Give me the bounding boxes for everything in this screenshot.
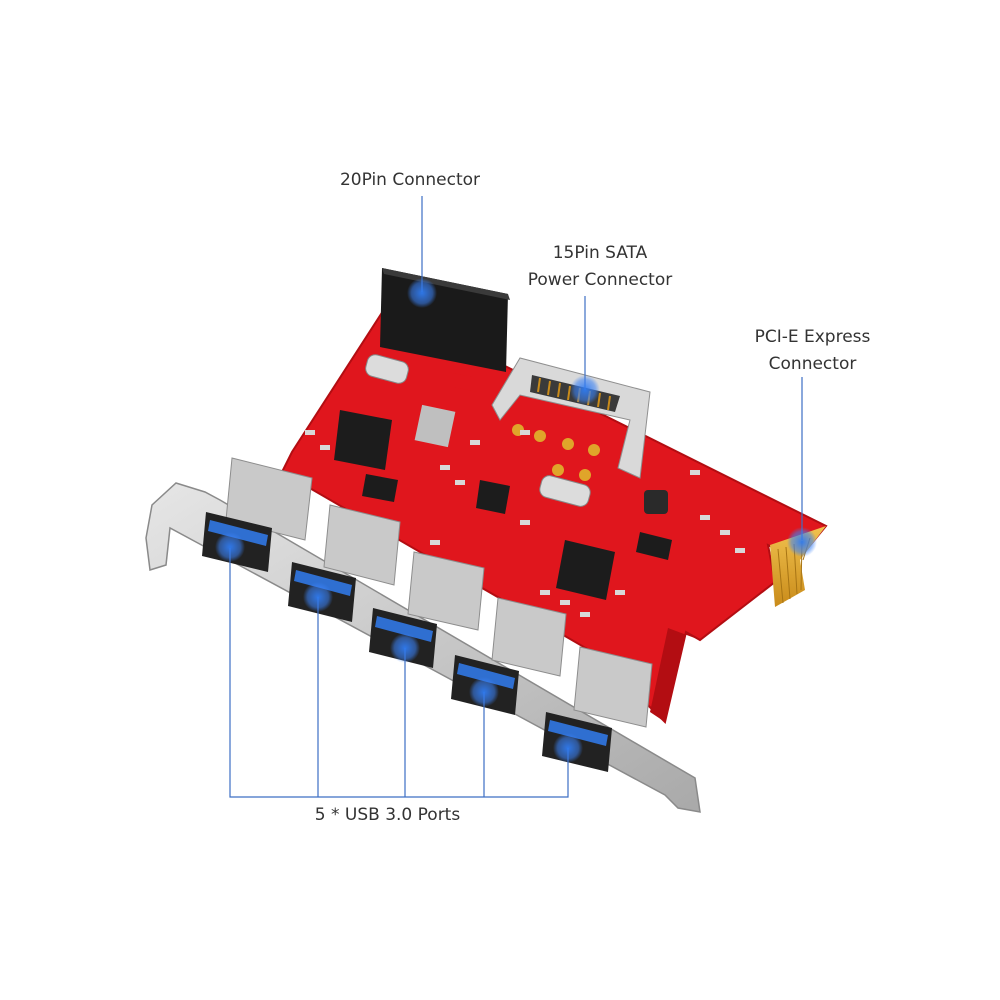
marker-usb-2 — [303, 582, 333, 612]
label-usb-text: 5 * USB 3.0 Ports — [314, 805, 461, 825]
callout-markers — [215, 278, 817, 763]
marker-20pin — [407, 278, 437, 308]
marker-usb-1 — [215, 532, 245, 562]
label-pcie-line2: Connector — [768, 354, 857, 374]
label-sata-power-connector: 15Pin SATA Power Connector — [515, 240, 685, 294]
crystal-oscillator — [365, 354, 591, 507]
solder-pads — [512, 424, 600, 481]
marker-pcie — [787, 527, 817, 557]
label-20pin-connector: 20Pin Connector — [330, 167, 490, 194]
marker-usb-4 — [469, 677, 499, 707]
label-sata-line1: 15Pin SATA — [552, 243, 648, 263]
label-usb-ports: 5 * USB 3.0 Ports — [300, 802, 475, 829]
label-pcie-connector: PCI-E Express Connector — [745, 324, 880, 378]
label-20pin-text: 20Pin Connector — [339, 170, 481, 190]
controller-chip — [334, 404, 672, 600]
smd-components — [305, 430, 745, 617]
marker-usb-5 — [553, 733, 583, 763]
marker-sata — [570, 375, 600, 405]
marker-usb-3 — [390, 633, 420, 663]
label-pcie-line1: PCI-E Express — [754, 327, 871, 347]
pcb-shade — [650, 628, 700, 722]
port-housings — [225, 457, 653, 728]
callout-lines — [229, 196, 803, 798]
label-sata-line2: Power Connector — [527, 270, 673, 290]
